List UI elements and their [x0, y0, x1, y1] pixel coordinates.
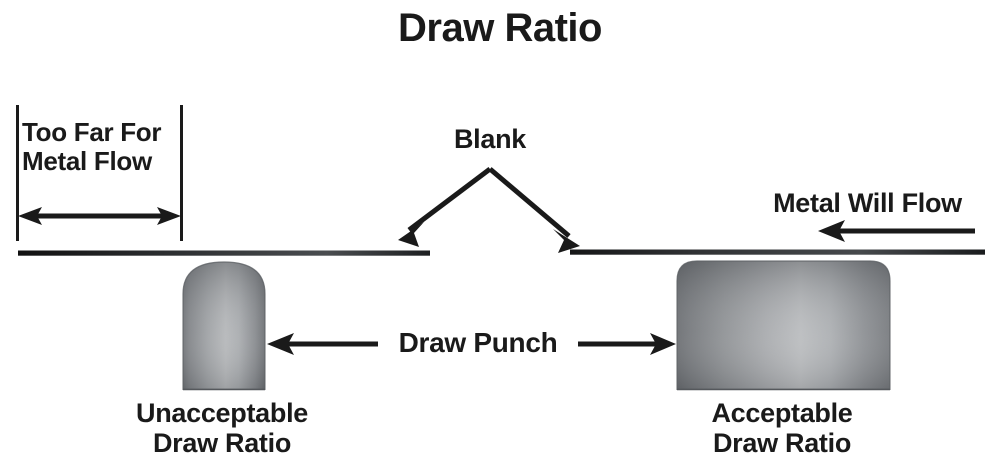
extent-double-arrow	[18, 207, 181, 225]
label-acceptable-line2: Draw Ratio	[712, 428, 852, 459]
too-far-extent-bracket	[16, 105, 183, 241]
label-blank: Blank	[453, 124, 527, 154]
label-draw-punch: Draw Punch	[398, 327, 558, 358]
blank-sheet-right	[570, 249, 985, 255]
metal-flow-arrow	[818, 220, 975, 242]
draw-punch-arrow-right	[578, 333, 676, 355]
label-unacceptable-line1: Unacceptable	[136, 398, 308, 428]
label-metal-will-flow: Metal Will Flow	[773, 188, 962, 218]
blank-leader-arrow-left	[398, 167, 492, 247]
draw-punch-arrow-left	[267, 333, 378, 355]
blank-sheet-left	[18, 250, 430, 256]
punch-unacceptable	[182, 261, 266, 391]
blank-leader-arrow-right	[488, 167, 580, 253]
blank-leader-arrows	[398, 167, 580, 253]
punch-acceptable	[676, 260, 891, 391]
label-too-far-line2: Metal Flow	[22, 146, 152, 177]
label-acceptable-line1: Acceptable	[711, 398, 853, 428]
label-unacceptable-draw-ratio: Unacceptable Draw Ratio	[92, 398, 352, 458]
page-title: Draw Ratio	[398, 6, 602, 50]
label-too-far-for-metal-flow: Too Far For Metal Flow	[22, 117, 184, 177]
label-too-far-line1: Too Far For	[22, 117, 162, 147]
label-unacceptable-line2: Draw Ratio	[152, 428, 292, 459]
draw-punch-arrows	[267, 333, 676, 355]
label-acceptable-draw-ratio: Acceptable Draw Ratio	[657, 398, 907, 458]
